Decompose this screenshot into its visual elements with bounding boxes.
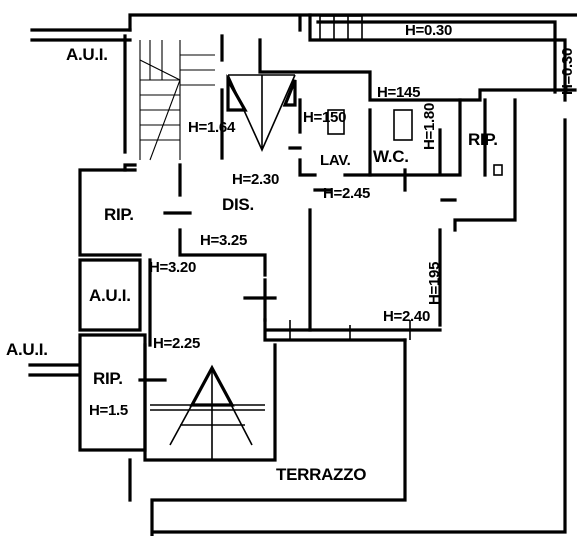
wall-right-top: [438, 98, 517, 327]
roof-vent: [319, 15, 363, 41]
height-225: H=2.25: [153, 335, 200, 352]
skylight-v: [227, 74, 296, 152]
height-030-side: H=0.30: [559, 48, 576, 95]
skylight-wedge-right: [282, 79, 297, 107]
label-rip-upper: RIP.: [104, 205, 134, 224]
label-rip-lower: RIP.: [93, 369, 123, 388]
label-wc: W.C.: [373, 147, 409, 166]
pyramid-skylight: [169, 366, 253, 460]
height-030-top: H=0.30: [405, 22, 452, 39]
label-aui-mid: A.U.I.: [89, 286, 131, 305]
height-245: H=2.45: [323, 185, 370, 202]
skylight-wedge-left: [226, 73, 248, 112]
window-mark: [493, 164, 503, 176]
wall-terrace-top: [263, 318, 442, 342]
wall-top-left: [30, 28, 132, 42]
walls: [28, 13, 577, 536]
height-labels: H=0.30 H=0.30 H=145 H=150 H=1.64 H=1.80 …: [89, 22, 576, 419]
wall-stair: [123, 34, 224, 172]
height-195: H=195: [426, 262, 443, 305]
height-15: H=1.5: [89, 402, 128, 419]
wall-wc: [368, 98, 462, 192]
wall-lower-stair: [143, 258, 277, 462]
label-lav: LAV.: [320, 152, 351, 169]
stair-treads: [139, 40, 215, 161]
lower-hatch: [150, 404, 265, 411]
wall-top-entrance: [128, 13, 577, 32]
label-rip-right: RIP.: [468, 130, 498, 149]
wall-terrace: [128, 118, 567, 536]
label-terrazzo: TERRAZZO: [276, 465, 366, 484]
height-145: H=145: [377, 84, 420, 101]
wall-upper-corridor: [258, 38, 577, 102]
wall-aui-mid: [78, 258, 142, 332]
wc-fixture: [393, 109, 413, 141]
height-164: H=1.64: [188, 119, 236, 136]
height-325: H=3.25: [200, 232, 247, 249]
label-aui-left: A.U.I.: [6, 340, 48, 359]
wall-lav: [288, 98, 372, 177]
label-dis: DIS.: [222, 195, 254, 214]
height-150: H=150: [303, 109, 346, 126]
wall-roof-line: [308, 13, 567, 102]
label-aui-top: A.U.I.: [66, 45, 108, 64]
height-180: H=1.80: [421, 103, 438, 150]
room-labels: A.U.I. A.U.I. A.U.I. RIP. RIP. RIP. DIS.…: [6, 45, 498, 484]
details: [138, 15, 503, 460]
height-320: H=3.20: [149, 259, 196, 276]
height-230: H=2.30: [232, 171, 279, 188]
wall-rip-upper: [78, 163, 267, 277]
lav-fixture: [327, 109, 345, 135]
height-240: H=2.40: [383, 308, 430, 325]
